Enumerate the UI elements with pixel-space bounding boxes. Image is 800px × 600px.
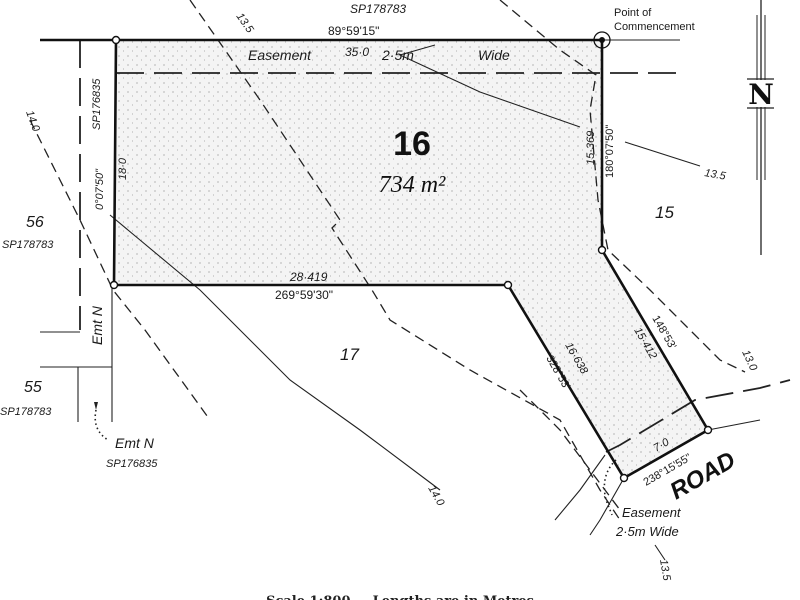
south-bearing: 269°59'30": [275, 288, 333, 302]
top-plan-ref: SP178783: [350, 2, 406, 16]
north-label: N: [748, 78, 774, 111]
lot-55-plan: SP178783: [0, 406, 52, 418]
lot-55-number: 55: [24, 379, 42, 396]
lot-56-plan: SP178783: [2, 239, 54, 251]
north-arrow: [747, 0, 774, 255]
easement-bottom-line2: 2·5m Wide: [615, 524, 679, 539]
contour-label: 13.5: [657, 558, 673, 582]
lot-area: 734 m²: [379, 172, 446, 198]
north-bearing: 89°59'15": [328, 24, 379, 38]
contour-label: 14.0: [425, 484, 447, 509]
lot-16-boundary: [112, 38, 710, 480]
easement-bottom-line1: Easement: [622, 505, 682, 520]
east-bearing: 180°07'50": [604, 125, 616, 178]
left-easement-lines: [40, 39, 116, 422]
lot-17-number: 17: [340, 345, 359, 364]
poc-line2: Commencement: [614, 21, 695, 33]
west-bearing: 0°07'50": [94, 168, 106, 210]
lot-15-number: 15: [655, 203, 674, 222]
north-distance: 35·0: [345, 45, 369, 59]
emt-n-vertical: Emt N: [89, 305, 105, 345]
arrow-icon: [94, 402, 98, 410]
easement-top-word2: 2·5m: [381, 47, 414, 63]
easement-top-word1: Easement: [248, 47, 312, 63]
west-distance: 18·0: [117, 157, 129, 180]
lot-56-number: 56: [26, 214, 44, 231]
lot-16-area[interactable]: [114, 40, 708, 478]
point-of-commencement-marker[interactable]: [593, 31, 611, 49]
contour-label: 14.0: [23, 109, 42, 134]
scale-note: Scale 1:800 — Lengths are in Metres: [266, 594, 534, 600]
poc-line1: Point of: [614, 7, 652, 19]
survey-pegs: [109, 35, 713, 483]
contour-label: 13.5: [703, 167, 727, 183]
south-distance: 28·419: [289, 270, 328, 284]
left-easement-plan: SP176835: [91, 78, 103, 130]
contour-label: 13.0: [739, 348, 759, 373]
lot-number: 16: [393, 125, 431, 163]
east-distance: 15·369: [585, 131, 597, 165]
road-lines: [94, 379, 791, 536]
contour-label: 13.5: [234, 11, 257, 36]
easement-top-word3: Wide: [478, 47, 510, 63]
road-label: ROAD: [666, 446, 741, 505]
emt-n-callout-plan: SP176835: [106, 458, 158, 470]
emt-n-callout: Emt N: [115, 435, 155, 451]
